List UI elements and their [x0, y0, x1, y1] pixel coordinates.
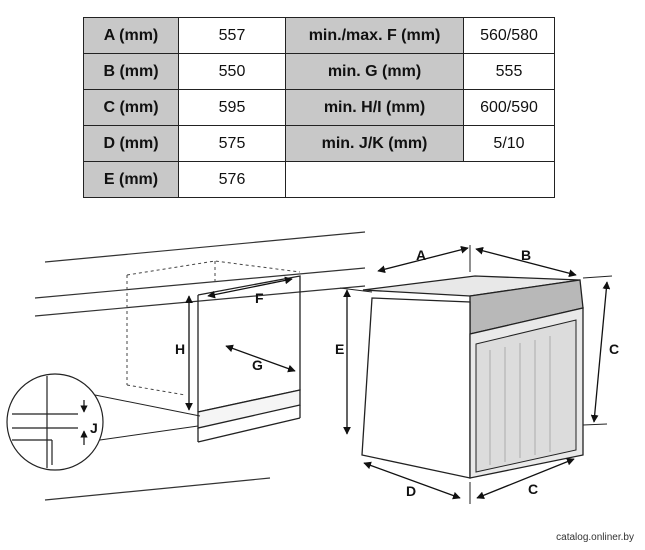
watermark: catalog.onliner.by [553, 531, 637, 544]
label-b: B [521, 247, 531, 263]
label-a: A [416, 247, 426, 263]
table-row: D (mm) 575 min. J/K (mm) 5/10 [83, 125, 555, 162]
label-c-right: C [609, 341, 619, 357]
table-row: B (mm) 550 min. G (mm) 555 [83, 53, 555, 90]
dimension-c-vertical-arrow [590, 281, 611, 423]
dimension-d-arrow [363, 461, 461, 500]
label-j: J [90, 420, 98, 436]
dimension-f-value: 560/580 [463, 17, 555, 54]
dimension-d-value: 575 [178, 125, 286, 162]
dimension-b-label: B (mm) [83, 53, 179, 90]
dimension-jk-label: min. J/K (mm) [285, 125, 464, 162]
label-g: G [252, 357, 263, 373]
empty-cell [285, 161, 555, 198]
dimension-b-value: 550 [178, 53, 286, 90]
dimension-hi-value: 600/590 [463, 89, 555, 126]
dimension-d-label: D (mm) [83, 125, 179, 162]
dimension-g-label: min. G (mm) [285, 53, 464, 90]
table-row: E (mm) 576 [83, 161, 555, 198]
oven-door-shading [489, 336, 551, 465]
specification-table: A (mm) 557 min./max. F (mm) 560/580 B (m… [83, 17, 555, 198]
table-row: A (mm) 557 min./max. F (mm) 560/580 [83, 17, 555, 54]
dimension-hi-label: min. H/I (mm) [285, 89, 464, 126]
label-c-bottom: C [528, 481, 538, 497]
dimension-f-arrow [207, 276, 293, 299]
label-f: F [255, 290, 264, 306]
worktop-lines [34, 231, 366, 501]
dimension-b-arrow [475, 246, 577, 278]
label-d: D [406, 483, 416, 499]
dimension-c-value: 595 [178, 89, 286, 126]
label-h: H [175, 341, 185, 357]
dimension-c-bottom-arrow [476, 458, 575, 499]
dimension-e-value: 576 [178, 161, 286, 198]
dimension-a-label: A (mm) [83, 17, 179, 54]
dimension-a-arrow [377, 245, 469, 274]
detail-magnifier: J [6, 373, 201, 471]
dimension-g-value: 555 [463, 53, 555, 90]
dimension-e-label: E (mm) [83, 161, 179, 198]
label-e: E [335, 341, 344, 357]
dimension-g-arrow [225, 344, 296, 373]
oven-body [361, 275, 584, 479]
table-row: C (mm) 595 min. H/I (mm) 600/590 [83, 89, 555, 126]
dimension-jk-value: 5/10 [463, 125, 555, 162]
cabinet-niche [197, 275, 301, 443]
dimension-c-label: C (mm) [83, 89, 179, 126]
